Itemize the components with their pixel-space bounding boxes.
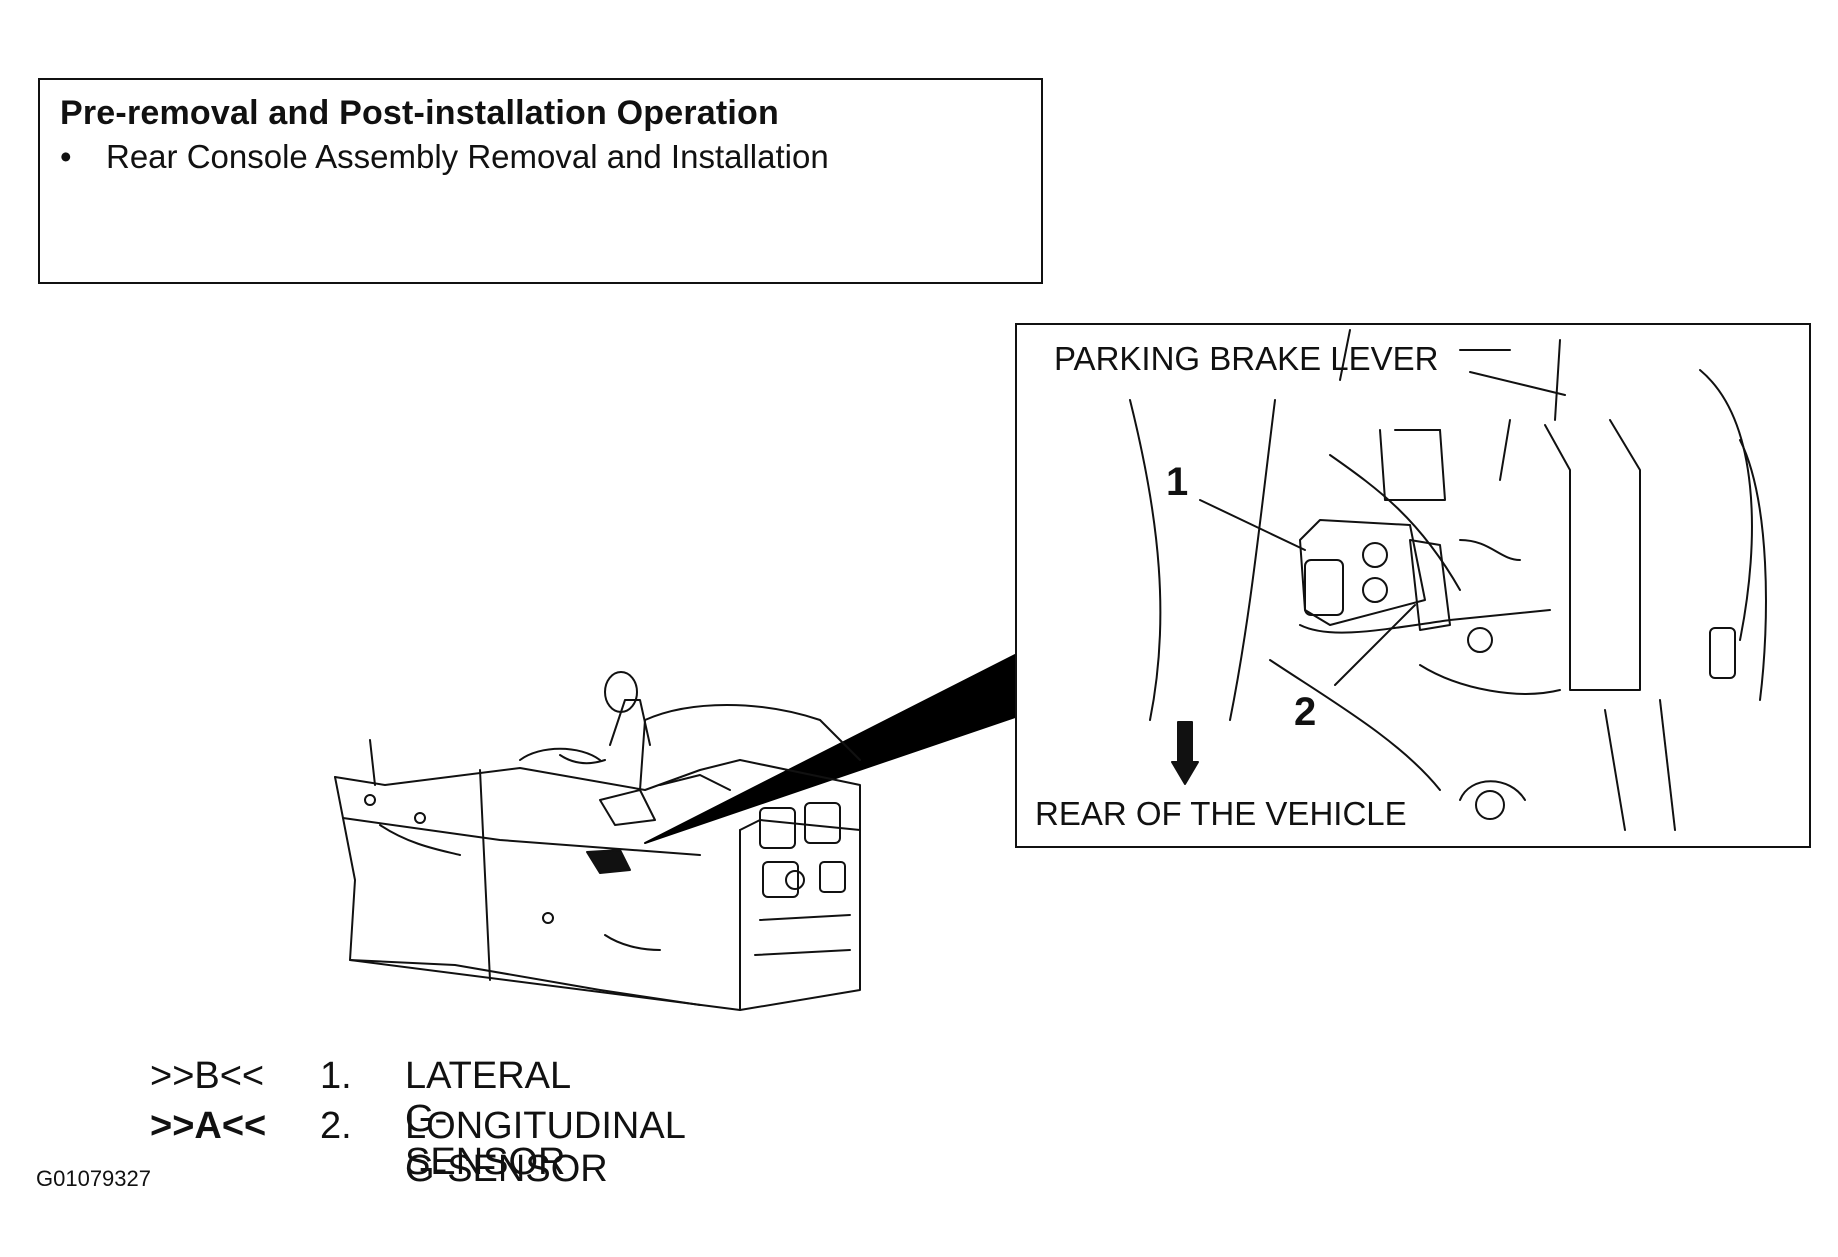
rear-of-vehicle-label: REAR OF THE VEHICLE (1035, 795, 1407, 832)
zoom-pointer (644, 654, 1016, 844)
figure-id: G01079327 (36, 1166, 151, 1191)
callout-2: 2 (1294, 690, 1317, 734)
operation-title: Pre-removal and Post-installation Operat… (60, 94, 779, 132)
legend-number: 2. (320, 1105, 352, 1147)
operation-item: • Rear Console Assembly Removal and Insta… (60, 138, 829, 176)
sensor-detail-drawing (1129, 329, 1767, 831)
callout-1: 1 (1166, 460, 1189, 504)
legend-number: 1. (320, 1055, 352, 1097)
parking-brake-lever-label: PARKING BRAKE LEVER (1054, 340, 1439, 377)
legend-ref: >>A<< (150, 1105, 267, 1147)
operation-item-label: Rear Console Assembly Removal and Instal… (106, 138, 829, 175)
center-console-drawing (334, 671, 861, 1011)
legend-name: LATERAL G-SENSOR (405, 1055, 570, 1183)
legend-ref: >>B<< (150, 1055, 265, 1097)
detail-view-frame (1015, 323, 1811, 848)
pre-removal-operation-box: Pre-removal and Post-installation Operat… (38, 78, 1043, 284)
legend-name: LONGITUDINAL G-SENSOR (405, 1105, 685, 1190)
bullet-icon: • (60, 138, 72, 175)
